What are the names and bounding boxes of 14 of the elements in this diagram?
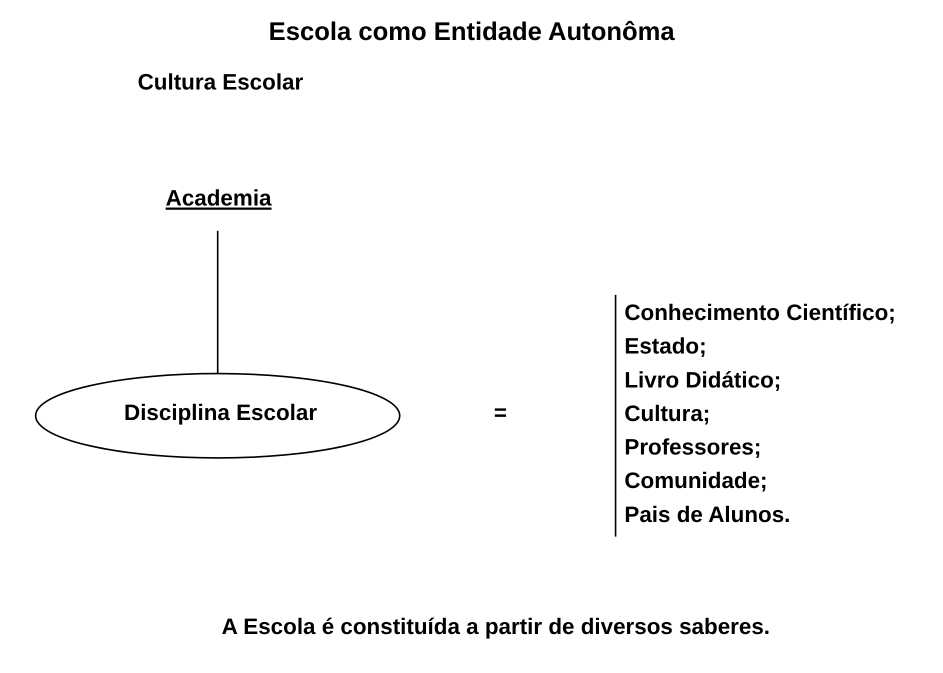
label: Cultura Escolar — [137, 69, 303, 94]
label: Conhecimento Científico; — [624, 300, 896, 326]
node-text: Academia — [165, 186, 272, 211]
connector — [216, 230, 218, 374]
label: Livro Didático; — [624, 367, 781, 392]
label: = — [493, 400, 506, 426]
label: Estado; — [624, 334, 706, 359]
label: Cultura; — [624, 400, 710, 426]
label: Professores; — [624, 434, 761, 460]
label: Pais de Alunos. — [624, 502, 790, 527]
node-ellipse: Disciplina Escolar — [34, 372, 400, 459]
diagram-title: Escola como Entidade Autonôma — [268, 18, 674, 46]
caption: A Escola é constituída a partir de diversos saberes. — [221, 614, 770, 639]
label: Comunidade; — [624, 468, 768, 494]
